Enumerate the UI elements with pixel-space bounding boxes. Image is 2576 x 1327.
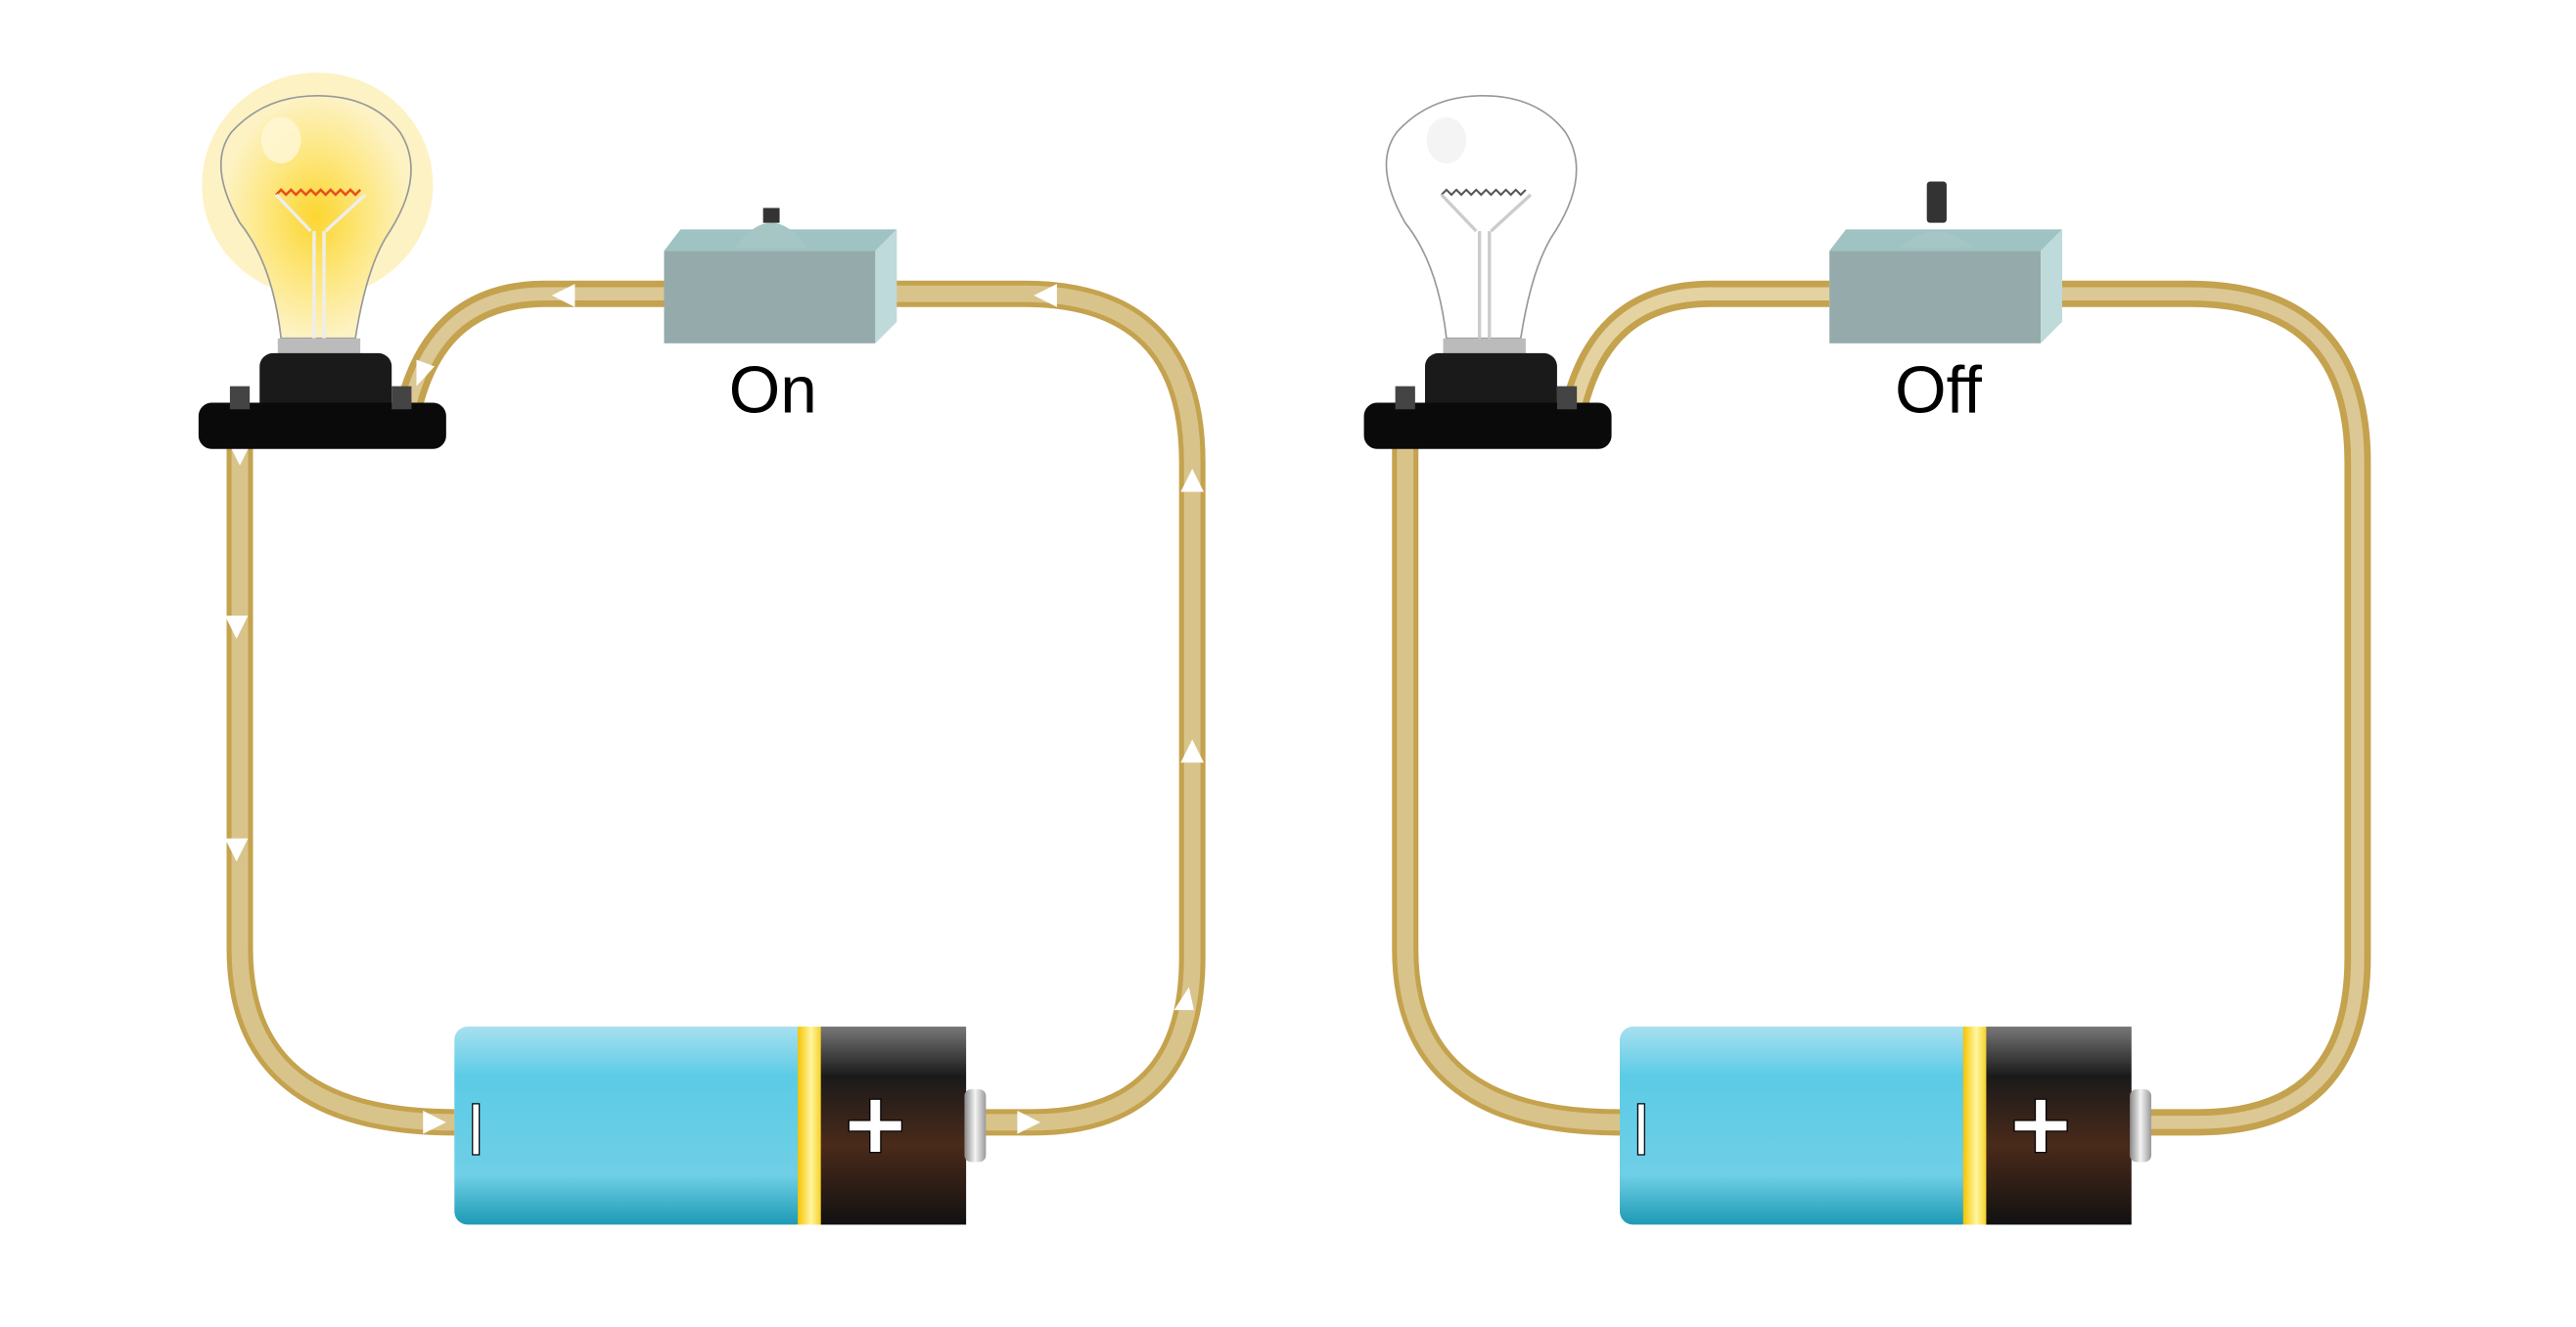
- wire: [1562, 280, 1830, 408]
- wire: [2056, 280, 2371, 1136]
- wire: [226, 409, 455, 1136]
- switch-off[interactable]: [1829, 181, 2062, 343]
- terminal-screw: [1556, 386, 1578, 410]
- bulb-base-platform: [198, 402, 446, 449]
- bulb-socket: [1424, 352, 1557, 417]
- positive-terminal: [964, 1089, 987, 1163]
- arrow-right-icon: [423, 1111, 446, 1134]
- terminal-screw: [229, 386, 251, 410]
- switch-on[interactable]: [664, 207, 897, 343]
- terminal-screw: [1395, 386, 1415, 410]
- arrow-up-icon: [1173, 986, 1194, 1011]
- arrow-down-icon: [416, 359, 436, 387]
- bulb-glass: [219, 94, 412, 340]
- filament: [275, 188, 362, 197]
- arrow-up-icon: [1180, 468, 1204, 492]
- arrow-down-icon: [224, 616, 249, 639]
- negative-sign: |: [467, 1096, 484, 1154]
- negative-sign: |: [1633, 1096, 1650, 1154]
- wire: [1392, 409, 1621, 1136]
- switch-state-label: On: [729, 354, 817, 428]
- arrow-right-icon: [1017, 1111, 1041, 1134]
- push-button[interactable]: [735, 222, 808, 248]
- terminal-screw: [391, 386, 412, 410]
- bulb-base-platform: [1363, 402, 1612, 449]
- wire: [892, 280, 1206, 1136]
- current-arrows: [224, 284, 1204, 1134]
- bulb-glass: [1385, 94, 1578, 340]
- positive-sign: +: [841, 1075, 910, 1171]
- push-button[interactable]: [1900, 231, 1973, 248]
- positive-sign: +: [2006, 1075, 2076, 1171]
- bulb-socket: [259, 352, 392, 417]
- arrow-left-icon: [1034, 284, 1057, 307]
- battery: | +: [454, 1027, 987, 1225]
- arrow-down-icon: [224, 838, 249, 862]
- positive-terminal: [2130, 1089, 2152, 1163]
- bulb-unlit: [1363, 94, 1612, 449]
- filament: [1441, 188, 1527, 197]
- circuit-on: On | +: [198, 72, 1206, 1225]
- switch-state-label: Off: [1895, 354, 1982, 428]
- arrow-up-icon: [1180, 739, 1204, 763]
- wire: [396, 280, 665, 408]
- bulb-lit: [198, 72, 446, 449]
- arrow-left-icon: [551, 284, 575, 307]
- battery: | +: [1620, 1027, 2152, 1225]
- circuit-off: Off | +: [1363, 94, 2371, 1225]
